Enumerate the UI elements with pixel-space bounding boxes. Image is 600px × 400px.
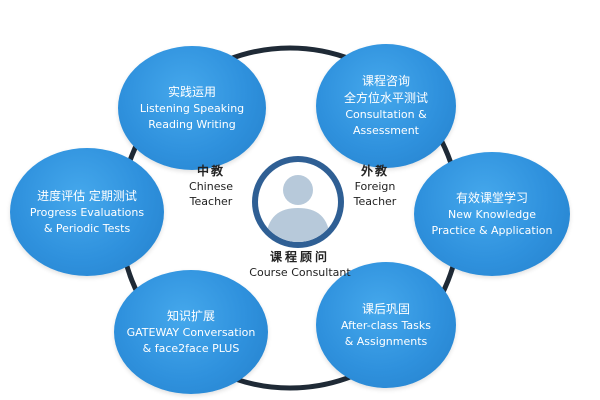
node-title: 有效课堂学习 [455, 190, 528, 205]
course-consultant-en: Course Consultant [249, 266, 351, 279]
node-title: 实践运用 [167, 84, 216, 99]
node-line: GATEWAY Conversation [126, 325, 256, 339]
node-practice-application: 实践运用 Listening Speaking Reading Writing [118, 46, 266, 170]
node-title: 课程咨询 [361, 74, 410, 88]
node-line: Progress Evaluations [29, 205, 145, 219]
chinese-teacher-label: 中教 Chinese Teacher [189, 164, 233, 208]
node-line: Assessment [353, 124, 419, 137]
foreign-teacher-label: 外教 Foreign Teacher [353, 164, 397, 208]
node-line: After-class Tasks [341, 318, 431, 332]
node-line: & Periodic Tests [43, 221, 131, 235]
node-line: Reading Writing [148, 117, 236, 131]
node-knowledge-expansion: 知识扩展 GATEWAY Conversation & face2face PL… [114, 270, 268, 394]
node-line: Consultation & [345, 108, 427, 121]
course-consultant-cn: 课程顾问 [269, 250, 330, 264]
node-consultation: 课程咨询 全方位水平测试 Consultation & Assessment [316, 44, 456, 168]
person-avatar-icon [252, 156, 344, 248]
node-line: & face2face PLUS [142, 341, 240, 355]
node-title: 进度评估 定期测试 [37, 188, 137, 203]
node-title: 知识扩展 [166, 308, 215, 323]
node-line: Practice & Application [431, 223, 553, 237]
node-title-2: 全方位水平测试 [343, 91, 428, 105]
node-after-class: 课后巩固 After-class Tasks & Assignments [316, 262, 456, 388]
node-line: & Assignments [344, 334, 428, 348]
node-line: New Knowledge [448, 207, 536, 221]
node-progress-evaluation: 进度评估 定期测试 Progress Evaluations & Periodi… [10, 148, 164, 276]
node-line: Listening Speaking [139, 101, 245, 115]
node-title: 课后巩固 [361, 301, 410, 316]
node-classroom-learning: 有效课堂学习 New Knowledge Practice & Applicat… [414, 152, 570, 276]
